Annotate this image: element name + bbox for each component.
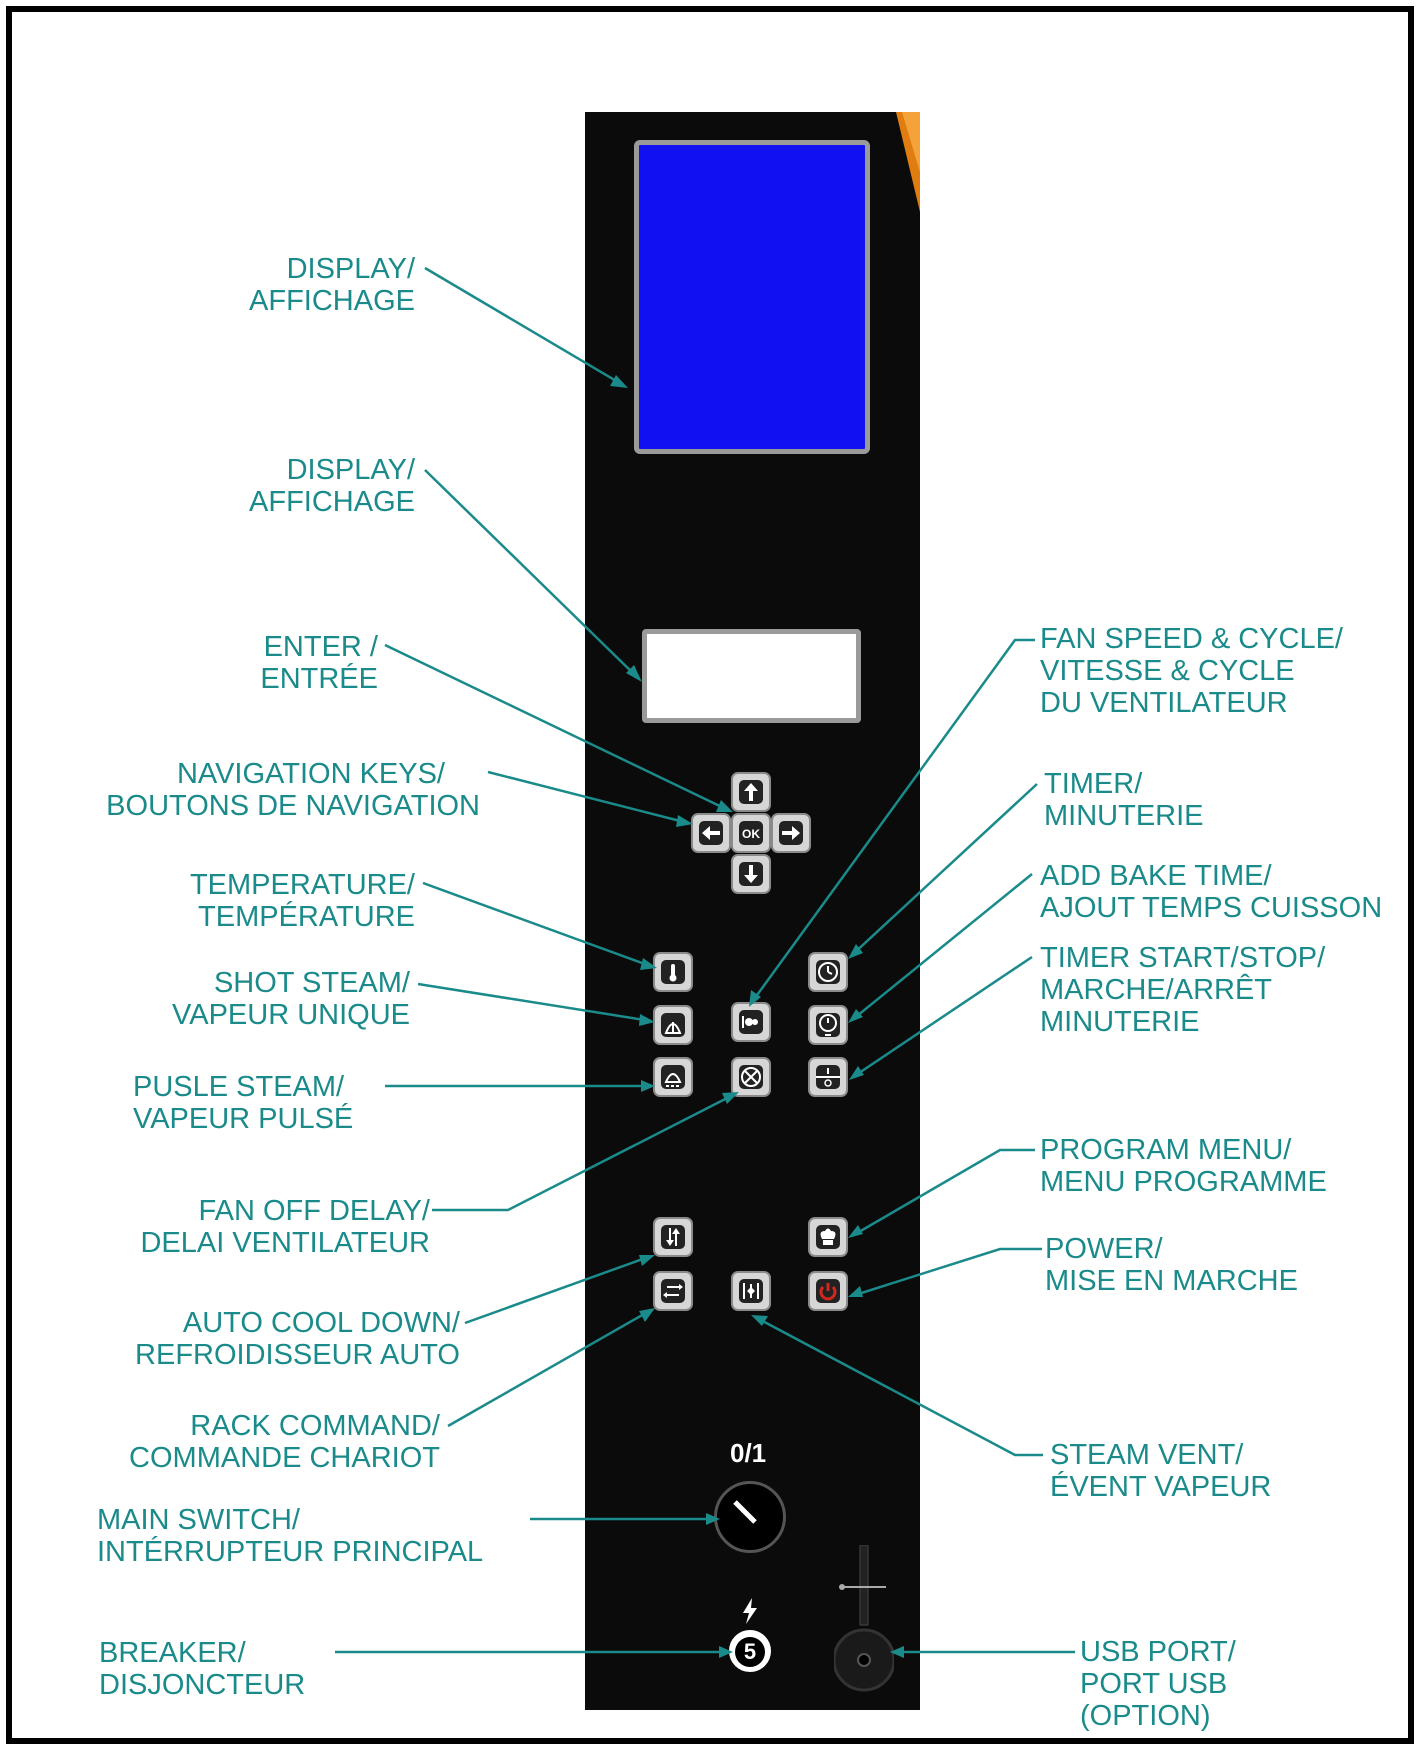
add-bake-time-button[interactable] <box>808 1005 848 1045</box>
label-shot-steam: SHOT STEAM/VAPEUR UNIQUE <box>172 967 410 1031</box>
leader-fan-speed <box>750 638 1035 1003</box>
leader-rack-command <box>447 1308 652 1428</box>
fan-off-icon <box>739 1065 763 1089</box>
label-program-menu: PROGRAM MENU/MENU PROGRAMME <box>1040 1134 1327 1198</box>
power-icon <box>816 1279 840 1303</box>
leader-power <box>851 1247 1042 1298</box>
leader-display-top <box>424 266 624 387</box>
ok-enter-button[interactable]: OK <box>731 813 771 853</box>
program-menu-button[interactable] <box>808 1217 848 1257</box>
fan-speed-cycle-button[interactable] <box>731 1002 771 1042</box>
leader-timer <box>851 783 1038 956</box>
leader-timer-start-stop <box>852 955 1033 1079</box>
power-button[interactable] <box>808 1271 848 1311</box>
label-steam-vent: STEAM VENT/ÉVENT VAPEUR <box>1050 1439 1272 1503</box>
leader-steam-vent <box>754 1315 1043 1457</box>
timer-icon <box>816 960 840 984</box>
leader-enter <box>384 643 729 812</box>
label-add-bake-time: ADD BAKE TIME/AJOUT TEMPS CUISSON <box>1040 860 1383 924</box>
rack-command-button[interactable] <box>653 1271 693 1311</box>
nav-up-button[interactable] <box>731 772 771 812</box>
leader-add-bake-time <box>851 873 1033 1021</box>
cool-down-icon <box>661 1225 685 1249</box>
timer-button[interactable] <box>808 952 848 992</box>
panel-corner-accent <box>896 112 920 212</box>
label-display-top: DISPLAY/AFFICHAGE <box>249 253 415 317</box>
label-timer: TIMER/MINUTERIE <box>1044 768 1204 832</box>
auto-cool-down-button[interactable] <box>653 1217 693 1257</box>
label-usb-port: USB PORT/PORT USB(OPTION) <box>1080 1636 1236 1732</box>
leader-shot-steam <box>417 982 652 1023</box>
secondary-display-screen <box>642 629 861 723</box>
label-enter: ENTER /ENTRÉE <box>260 631 378 695</box>
leader-fan-off-delay <box>432 1092 736 1212</box>
label-navigation-keys: NAVIGATION KEYS/BOUTONS DE NAVIGATION <box>106 758 480 822</box>
steam-vent-icon <box>739 1279 763 1303</box>
label-rack-command: RACK COMMAND/COMMANDE CHARIOT <box>129 1410 440 1474</box>
arrow-left-icon <box>699 821 723 845</box>
steam-pulse-icon <box>661 1065 685 1089</box>
fan-speed-icon <box>739 1010 763 1034</box>
thermometer-icon <box>661 960 685 984</box>
main-switch-knob[interactable] <box>714 1481 786 1553</box>
leader-auto-cool-down <box>464 1254 652 1325</box>
nav-right-button[interactable] <box>771 813 811 853</box>
chef-hat-icon <box>816 1225 840 1249</box>
leader-display-bottom <box>424 469 639 679</box>
main-switch-label: 0/1 <box>730 1438 767 1468</box>
ok-text: OK <box>742 827 760 841</box>
temperature-button[interactable] <box>653 952 693 992</box>
start-stop-icon <box>816 1065 840 1089</box>
leader-program-menu <box>851 1148 1035 1238</box>
rack-icon <box>661 1279 685 1303</box>
shot-steam-button[interactable] <box>653 1005 693 1045</box>
ok-icon: OK <box>739 821 763 845</box>
main-display-screen <box>634 140 870 454</box>
steam-shot-icon <box>661 1013 685 1037</box>
breaker-rating: 5 <box>735 1637 765 1667</box>
steam-vent-button[interactable] <box>731 1271 771 1311</box>
leader-navigation <box>487 770 689 825</box>
arrow-down-icon <box>739 862 763 886</box>
usb-icon[interactable] <box>834 1545 894 1695</box>
diagram-border <box>6 6 1414 1744</box>
label-temperature: TEMPERATURE/TEMPÉRATURE <box>189 869 415 933</box>
label-breaker: BREAKER/DISJONCTEUR <box>99 1637 306 1701</box>
label-auto-cool-down: AUTO COOL DOWN/REFROIDISSEUR AUTO <box>135 1307 460 1371</box>
nav-left-button[interactable] <box>691 813 731 853</box>
arrow-right-icon <box>779 821 803 845</box>
timer-start-stop-button[interactable] <box>808 1057 848 1097</box>
lightning-icon <box>743 1598 757 1624</box>
label-power: POWER/MISE EN MARCHE <box>1045 1233 1298 1297</box>
fan-off-delay-button[interactable] <box>731 1057 771 1097</box>
arrow-up-icon <box>739 780 763 804</box>
add-time-icon <box>816 1013 840 1037</box>
label-display-bottom: DISPLAY/AFFICHAGE <box>249 454 415 518</box>
label-main-switch: MAIN SWITCH/INTÉRRUPTEUR PRINCIPAL <box>97 1504 484 1568</box>
leader-temperature <box>422 881 654 969</box>
pulse-steam-button[interactable] <box>653 1057 693 1097</box>
nav-down-button[interactable] <box>731 854 771 894</box>
label-fan-off-delay: FAN OFF DELAY/DELAI VENTILATEUR <box>140 1195 430 1259</box>
label-pulse-steam: PUSLE STEAM/VAPEUR PULSÉ <box>133 1071 354 1135</box>
